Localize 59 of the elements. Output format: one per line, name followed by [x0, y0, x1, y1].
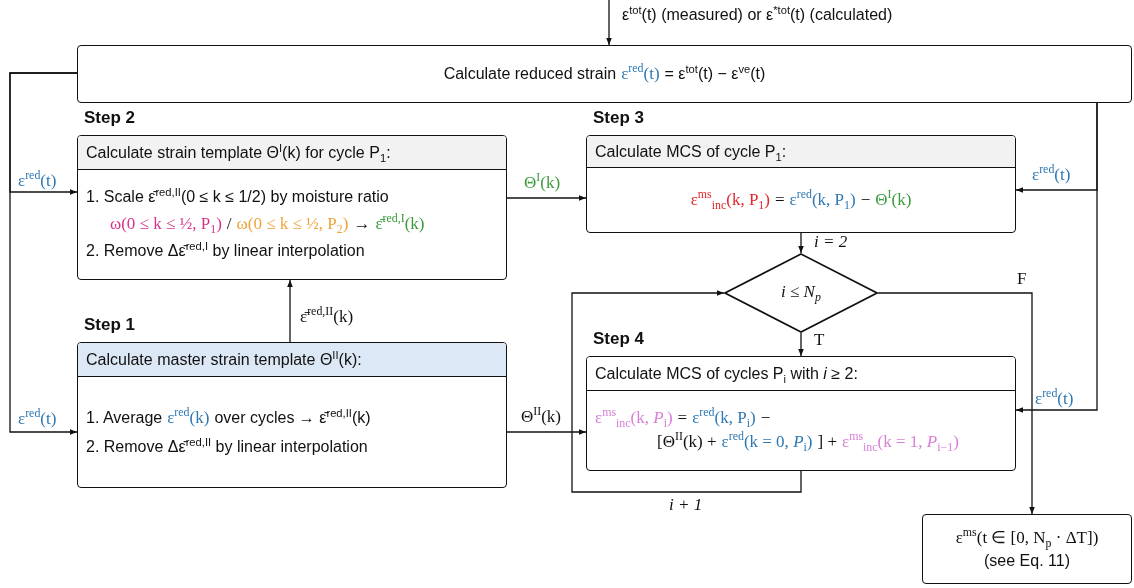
formula: ε$^{red}$(t) — [621, 63, 660, 84]
instruction-text: 1. Scale ε̄$^{red,II}$(0 ≤ k ≤ 1/2) by moisture ratio — [86, 188, 389, 206]
formula: i ≤ N$_{p}$ — [781, 281, 821, 302]
arrow — [506, 195, 587, 201]
formula: ε$^{red}$(k, P$_{i}$) — [692, 408, 756, 428]
arrow — [287, 279, 293, 343]
arrow — [877, 292, 1035, 515]
formula: ε$^{ms}$$_{inc}$(k = 1, P$_{i−1}$) — [842, 432, 959, 452]
instruction-text: over cycles → ε̄$^{red,II}$(k) — [214, 408, 371, 427]
formula: / — [226, 214, 232, 234]
edge-label: ε$^{red}$(t) — [1030, 166, 1073, 185]
arrow — [606, 0, 612, 46]
formula: ω(0 ≤ k ≤ ½, P$_{2}$) — [236, 214, 349, 234]
instruction-text: Calculate reduced strain — [443, 64, 617, 83]
formula: = — [775, 189, 785, 210]
arrow — [798, 332, 804, 357]
formula: ε$^{red}$(k, P$_{1}$) — [789, 189, 856, 210]
formula: ] + — [817, 432, 837, 452]
edge-label: ε$^{tot}$(t) (measured) or ε$^{*tot}$(t) (calculated) — [620, 6, 895, 24]
step-heading: Step 1 — [84, 315, 136, 335]
box-title: Calculate strain template Θ$^{I}$(k) for cycle P$_{1}$: — [86, 143, 391, 162]
formula: ω(0 ≤ k ≤ ½, P$_{1}$) — [110, 214, 222, 234]
formula: ε$^{ms}$(t ∈ [0, N$_{p}$ · ΔT]) — [955, 527, 1099, 548]
formula: → — [353, 214, 371, 234]
decision-diamond — [724, 253, 878, 333]
edge-label: ε̄$^{red,II}$(k) — [298, 308, 356, 327]
process-box — [77, 45, 1132, 103]
arrow — [571, 290, 802, 493]
arrow — [506, 429, 587, 435]
formula: Θ$^{I}$(k) — [875, 189, 912, 210]
instruction-text: = ε$^{tot}$(t) − ε$^{ve}$(t) — [664, 64, 766, 83]
step-heading: Step 3 — [593, 108, 645, 128]
arrow — [9, 72, 78, 435]
instruction-text: 1. Average — [86, 408, 163, 427]
formula: ε$^{ms}$$_{inc}$(k, P$_{i}$) — [595, 408, 673, 428]
output-box — [922, 514, 1132, 584]
formula: ε$^{ms}$$_{inc}$(k, P$_{1}$) — [690, 189, 770, 210]
formula: [Θ$^{II}$(k) + — [657, 432, 717, 452]
formula: ε$^{red}$(k = 0, P$_{i}$) — [721, 432, 813, 452]
box-title: Calculate MCS of cycles P$_{i}$ with i ≥ 2: — [595, 364, 858, 383]
arrow — [1015, 102, 1098, 413]
instruction-text: (see Eq. 11) — [984, 552, 1070, 570]
edge-label: ε$^{red}$(t) — [1033, 390, 1076, 409]
edge-label: Θ$^{II}$(k) — [519, 408, 564, 427]
step-heading: Step 2 — [84, 108, 136, 128]
edge-label: Θ$^{I}$(k) — [522, 174, 563, 193]
arrow — [798, 232, 804, 254]
formula: − — [860, 189, 871, 210]
formula: ε$^{red}$(k) — [167, 407, 210, 428]
formula: = — [677, 408, 688, 428]
formula: − — [760, 408, 771, 428]
step-heading: Step 4 — [593, 329, 645, 349]
edge-label: ε$^{red}$(t) — [16, 410, 59, 429]
box-title: Calculate MCS of cycle P$_{1}$: — [595, 142, 787, 161]
edge-label: ε$^{red}$(t) — [16, 172, 59, 191]
formula: ε̄$^{red,I}$(k) — [375, 214, 425, 234]
box-title: Calculate master strain template Θ$^{II}$(k): — [86, 350, 362, 369]
instruction-text: 2. Remove Δε̄$^{red,I}$ by linear interpolation — [86, 242, 365, 260]
instruction-text: 2. Remove Δε̄$^{red,II}$ by linear interpolation — [86, 437, 368, 456]
